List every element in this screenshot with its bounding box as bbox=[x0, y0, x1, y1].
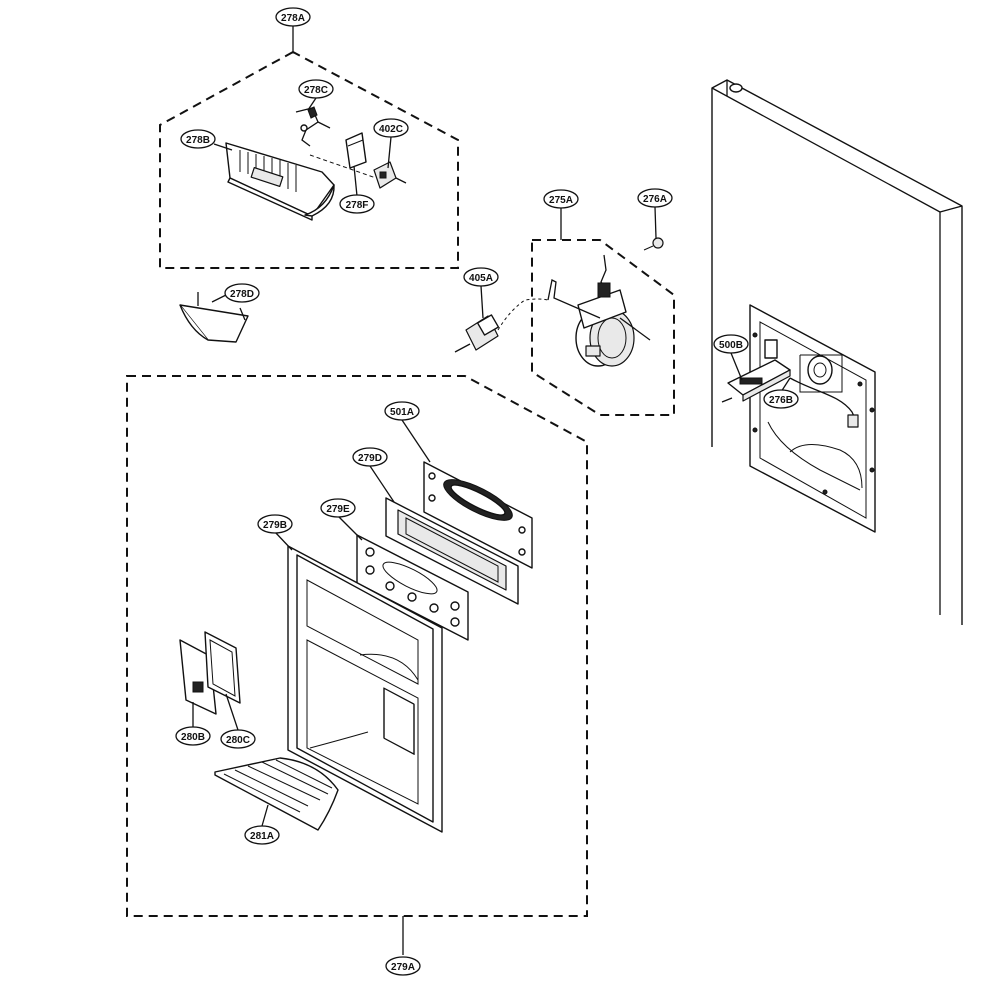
callout-281A: 281A bbox=[244, 825, 280, 845]
pad-278F bbox=[345, 132, 367, 169]
callout-label: 278A bbox=[281, 13, 305, 24]
callout-label: 279E bbox=[326, 504, 350, 515]
callout-278D: 278D bbox=[224, 283, 260, 303]
callout-279B: 279B bbox=[257, 514, 293, 534]
callout-label: 280B bbox=[181, 732, 205, 743]
assembly-line bbox=[309, 154, 377, 179]
callout-280C: 280C bbox=[220, 729, 256, 749]
callout-label: 279A bbox=[391, 962, 415, 973]
assembly-boundary-279A bbox=[126, 375, 588, 917]
callout-label: 500B bbox=[719, 340, 743, 351]
callout-label: 402C bbox=[379, 124, 403, 135]
callout-label: 278C bbox=[304, 85, 328, 96]
harness-connector bbox=[847, 414, 859, 428]
assembly-boundary-278A bbox=[159, 50, 459, 269]
actuator-lever-278C bbox=[295, 106, 331, 147]
drip-tray-281A bbox=[214, 757, 339, 831]
assembly-boundary-275A bbox=[531, 239, 675, 416]
callout-label: 276A bbox=[643, 194, 667, 205]
wire-harness-276B bbox=[789, 377, 859, 426]
callout-278C: 278C bbox=[298, 79, 334, 99]
callout-275A: 275A bbox=[543, 189, 579, 209]
solenoid-valve-405A bbox=[454, 298, 549, 353]
gear-276A bbox=[643, 237, 664, 251]
callout-label: 279D bbox=[358, 453, 382, 464]
callout-label: 280C bbox=[226, 735, 250, 746]
callout-279D: 279D bbox=[352, 447, 388, 467]
callout-501A: 501A bbox=[384, 401, 420, 421]
chute-door-278D bbox=[179, 292, 249, 343]
frame-279D bbox=[385, 497, 519, 605]
callout-278F: 278F bbox=[339, 194, 375, 214]
dispenser-cover-279B bbox=[287, 545, 443, 833]
callout-278B: 278B bbox=[180, 129, 216, 149]
dispenser-housing-278B bbox=[225, 142, 335, 221]
motor-assembly-275A bbox=[547, 254, 651, 367]
callout-280B: 280B bbox=[175, 726, 211, 746]
callout-label: 276B bbox=[769, 395, 793, 406]
callout-279E: 279E bbox=[320, 498, 356, 518]
callout-405A: 405A bbox=[463, 267, 499, 287]
micro-switch-402C bbox=[373, 161, 407, 189]
gasket-279E bbox=[356, 534, 469, 641]
callout-label: 281A bbox=[250, 831, 274, 842]
door-dispenser-recess bbox=[749, 304, 876, 533]
switch-board-500B bbox=[721, 339, 791, 403]
callout-label: 501A bbox=[390, 407, 414, 418]
callout-276B: 276B bbox=[763, 389, 799, 409]
lamp-holder-280C bbox=[204, 631, 241, 704]
callout-label: 275A bbox=[549, 195, 573, 206]
callout-label: 279B bbox=[263, 520, 287, 531]
callout-276A: 276A bbox=[637, 188, 673, 208]
callout-label: 405A bbox=[469, 273, 493, 284]
callout-label: 278D bbox=[230, 289, 254, 300]
callout-label: 278B bbox=[186, 135, 210, 146]
cover-plate-501A bbox=[423, 461, 533, 569]
callout-500B: 500B bbox=[713, 334, 749, 354]
callout-278A: 278A bbox=[275, 7, 311, 27]
callout-label: 278F bbox=[346, 200, 369, 211]
callout-279A: 279A bbox=[385, 956, 421, 976]
callout-402C: 402C bbox=[373, 118, 409, 138]
